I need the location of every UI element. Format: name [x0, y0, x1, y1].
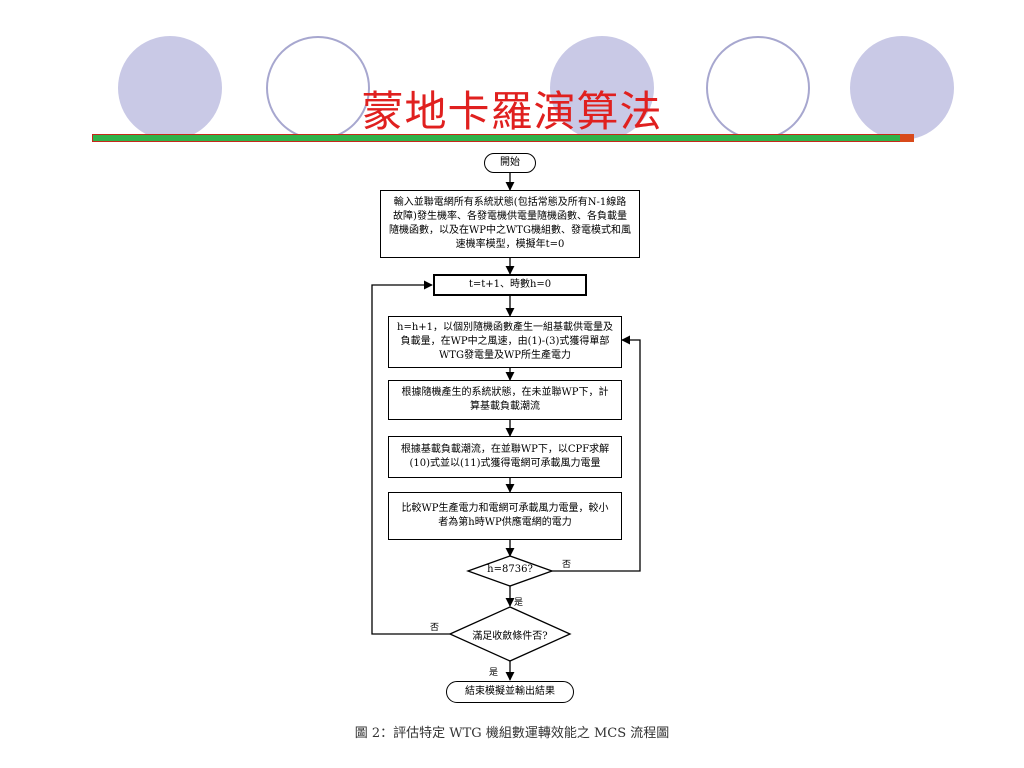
edge-label-hour-no: 否 [562, 560, 572, 570]
cpf-solve-step: 根據基載負載潮流，在並聯WP下，以CPF求解(10)式並以(11)式獲得電網可承… [388, 436, 622, 478]
hour-update-step: h=h+1，以個別隨機函數產生一組基載供電量及負載量，在WP中之風速，由(1)-… [388, 316, 622, 368]
compare-step: 比較WP生產電力和電網可承載風力電量，較小者為第h時WP供應電網的電力 [388, 492, 622, 540]
start-label: 開始 [500, 157, 520, 168]
input-step-text: 輸入並聯電網所有系統狀態(包括常態及所有N-1線路故障)發生機率、各發電機供電量… [389, 197, 631, 250]
flow-calc-step: 根據隨機產生的系統狀態，在未並聯WP下，計算基載負載潮流 [388, 380, 622, 420]
year-update-text: t=t+1、時數h=0 [468, 279, 552, 290]
flow-calc-text: 根據隨機產生的系統狀態，在未並聯WP下，計算基載負載潮流 [401, 387, 609, 412]
edge-label-converge-yes: 是 [489, 668, 499, 678]
decor-circle-3 [550, 36, 654, 140]
decor-circle-2 [266, 36, 370, 140]
title-underline-end [900, 134, 914, 142]
end-label: 結束模擬並輸出結果 [465, 686, 555, 697]
decision-converge-label: 滿足收斂條件否? [472, 631, 548, 642]
end-node: 結束模擬並輸出結果 [446, 681, 574, 703]
decor-circle-4 [706, 36, 810, 140]
decision-converge-shape [448, 606, 572, 662]
edge-label-hour-yes: 是 [514, 598, 524, 608]
slide-title: 蒙地卡羅演算法 [361, 87, 663, 136]
input-step: 輸入並聯電網所有系統狀態(包括常態及所有N-1線路故障)發生機率、各發電機供電量… [380, 190, 640, 258]
hour-update-text: h=h+1，以個別隨機函數產生一組基載供電量及負載量，在WP中之風速，由(1)-… [397, 322, 614, 361]
figure-caption: 圖 2：評估特定 WTG 機組數運轉效能之 MCS 流程圖 [354, 726, 670, 741]
decor-circle-5 [850, 36, 954, 140]
edge-year-loop [371, 280, 450, 635]
decision-hour-label: h=8736? [487, 564, 533, 575]
year-update-step: t=t+1、時數h=0 [433, 274, 587, 296]
cpf-solve-text: 根據基載負載潮流，在並聯WP下，以CPF求解(10)式並以(11)式獲得電網可承… [400, 444, 610, 469]
start-node: 開始 [484, 153, 536, 173]
edge-hour-loop [548, 335, 641, 572]
compare-text: 比較WP生產電力和電網可承載風力電量，較小者為第h時WP供應電網的電力 [401, 503, 609, 528]
decor-circle-1 [118, 36, 222, 140]
decision-hour-shape [466, 555, 554, 587]
edge-label-converge-no: 否 [430, 623, 440, 633]
